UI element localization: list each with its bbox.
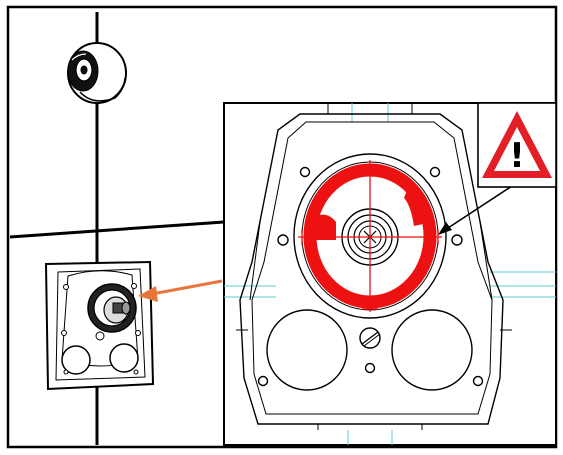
mounting-hole <box>451 234 463 246</box>
warning-exclamation: ! <box>509 136 525 176</box>
mounting-hole <box>299 166 311 178</box>
screw-icon <box>359 327 381 349</box>
leader-arrow <box>438 185 513 235</box>
crosshair-icon <box>298 160 442 312</box>
valve-body <box>236 104 512 430</box>
mounting-hole <box>429 166 441 178</box>
mounting-hole <box>472 375 484 387</box>
small-mixer-body <box>44 260 155 391</box>
warning-box: ! <box>477 102 557 188</box>
outlet-port-right <box>391 309 473 391</box>
shower-head-icon <box>67 42 127 104</box>
arrow-icon <box>138 279 223 302</box>
mounting-hole <box>364 362 376 374</box>
outlet-ports <box>266 309 473 391</box>
mounting-hole <box>257 375 269 387</box>
warning-triangle-icon: ! <box>482 111 552 178</box>
tile-joint-horizontal <box>9 220 225 239</box>
mounting-hole <box>277 234 289 246</box>
mounting-holes <box>257 166 484 387</box>
outlet-port-left <box>266 309 348 391</box>
